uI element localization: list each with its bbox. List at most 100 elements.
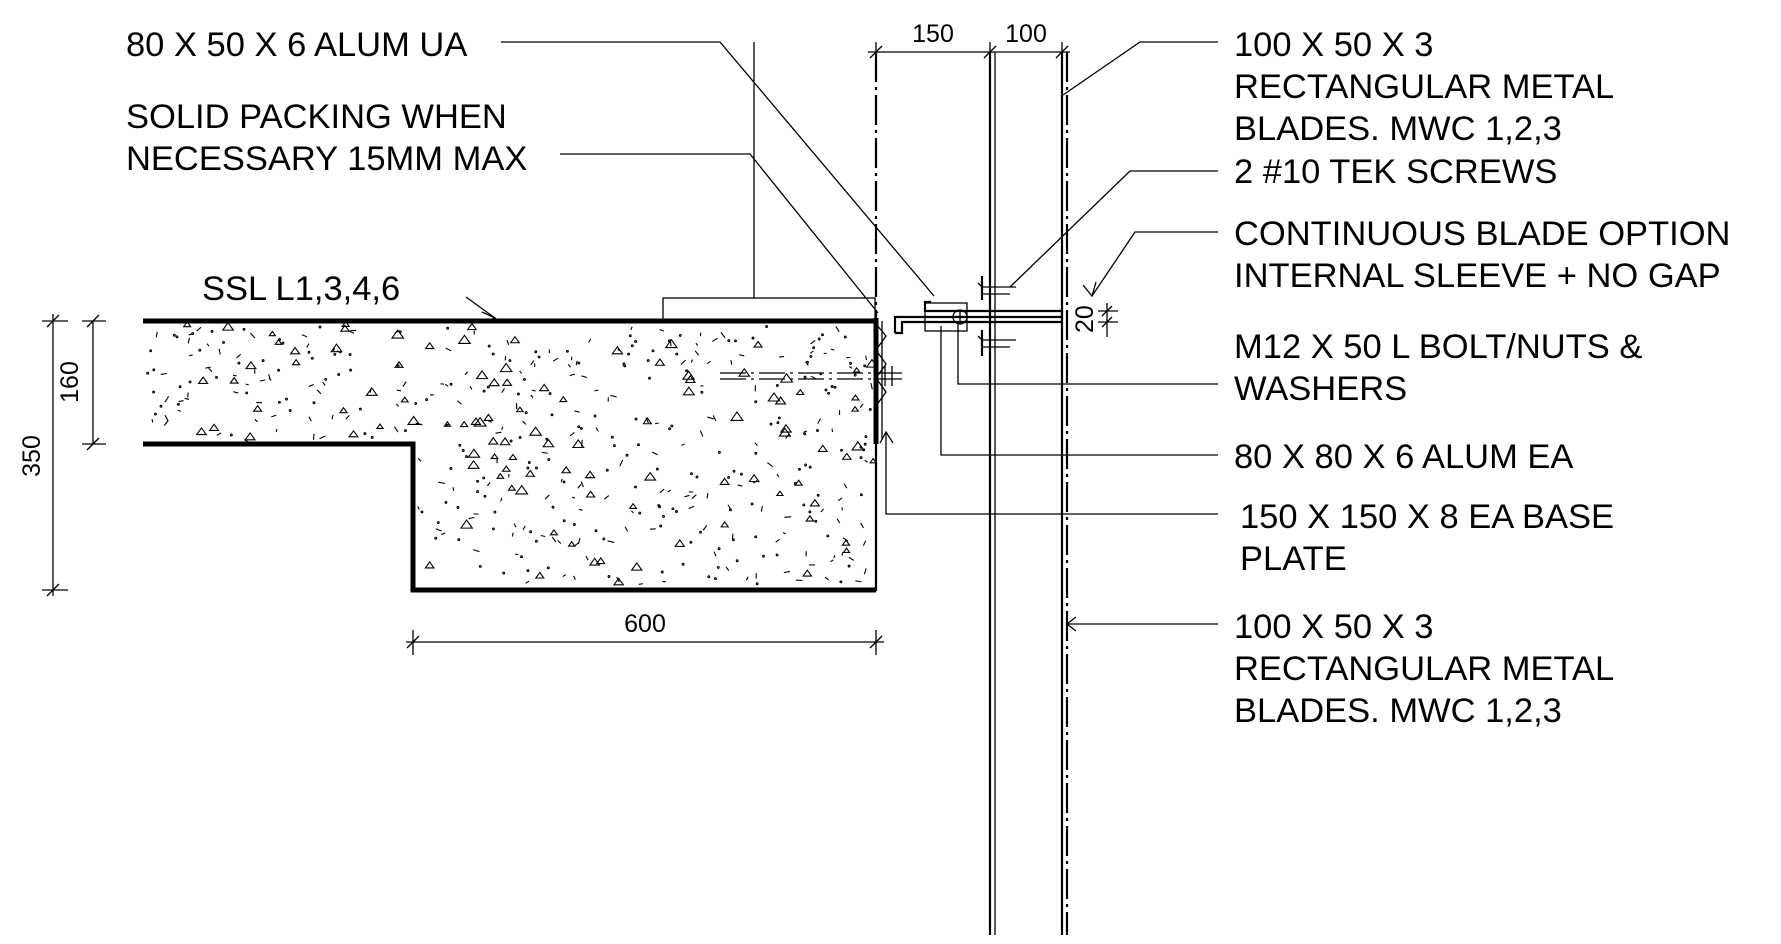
concrete-hatch-mark — [713, 551, 717, 557]
concrete-hatch-mark — [152, 390, 156, 394]
concrete-hatch-mark — [310, 356, 314, 360]
concrete-hatch-mark — [642, 417, 653, 425]
concrete-hatch-mark — [483, 413, 494, 421]
concrete-hatch-mark — [188, 354, 193, 357]
concrete-hatch-mark — [662, 514, 665, 518]
concrete-hatch-mark — [802, 503, 806, 507]
concrete-hatch-mark — [160, 372, 167, 375]
concrete-hatch-mark — [860, 522, 864, 529]
concrete-hatch-mark — [449, 382, 453, 386]
concrete-hatch-mark — [841, 552, 844, 556]
concrete-hatch-mark — [655, 422, 659, 425]
concrete-hatch-mark — [795, 388, 805, 396]
concrete-hatch-mark — [537, 355, 541, 359]
concrete-hatch-mark — [245, 391, 249, 395]
concrete-hatch-mark — [456, 506, 460, 509]
concrete-hatch-mark — [312, 433, 315, 440]
concrete-hatch-mark — [603, 495, 610, 500]
concrete-hatch-mark — [476, 479, 480, 483]
concrete-hatch-mark — [468, 516, 475, 520]
concrete-hatch-mark — [624, 526, 629, 532]
concrete-hatch-mark — [268, 374, 271, 381]
concrete-hatch-mark — [551, 536, 557, 543]
concrete-hatch-mark — [478, 564, 482, 568]
label-blades-bottom-1: 100 X 50 X 3 — [1234, 608, 1434, 646]
concrete-hatch-mark — [572, 496, 576, 499]
concrete-hatch-mark — [308, 416, 312, 422]
concrete-hatch-mark — [865, 355, 868, 361]
concrete-hatch-mark — [634, 485, 637, 489]
concrete-hatch-mark — [631, 510, 634, 514]
concrete-hatch-mark — [396, 403, 399, 407]
concrete-hatch-mark — [530, 394, 534, 399]
concrete-hatch-mark — [232, 374, 237, 377]
concrete-hatch-mark — [525, 469, 536, 477]
concrete-hatch-mark — [847, 564, 851, 568]
concrete-hatch-mark — [550, 413, 554, 417]
concrete-hatch-mark — [691, 494, 697, 500]
concrete-hatch-mark — [852, 366, 861, 373]
concrete-hatch-mark — [585, 555, 589, 561]
label-blades-top-3: BLADES. MWC 1,2,3 — [1234, 110, 1562, 148]
concrete-hatch-mark — [630, 562, 643, 571]
concrete-hatch-mark — [806, 360, 809, 364]
concrete-hatch-mark — [464, 371, 469, 376]
concrete-hatch-mark — [501, 426, 504, 430]
concrete-hatch-mark — [695, 475, 699, 479]
concrete-hatch-mark — [435, 528, 442, 532]
concrete-hatch-mark — [482, 389, 486, 393]
concrete-hatch-mark — [511, 532, 514, 537]
concrete-hatch-mark — [562, 574, 567, 577]
concrete-hatch-mark — [593, 414, 597, 418]
packing-zigzag — [875, 323, 887, 407]
concrete-hatch-mark — [836, 518, 841, 524]
concrete-hatch-mark — [482, 476, 486, 480]
concrete-hatch-mark — [544, 494, 550, 500]
concrete-hatch-mark — [671, 507, 675, 511]
concrete-hatch-mark — [155, 331, 158, 338]
label-alum-ea: 80 X 80 X 6 ALUM EA — [1234, 438, 1573, 476]
concrete-hatch-mark — [259, 379, 266, 382]
concrete-hatch-mark — [841, 452, 853, 460]
concrete-hatch-mark — [565, 349, 569, 353]
concrete-hatch-mark — [562, 519, 566, 523]
concrete-hatch-mark — [808, 465, 812, 469]
concrete-hatch-mark — [177, 409, 181, 412]
concrete-hatch-mark — [532, 389, 536, 392]
concrete-hatch-mark — [573, 542, 579, 548]
concrete-hatch-mark — [862, 540, 867, 546]
concrete-hatch-mark — [831, 428, 834, 433]
concrete-hatch-mark — [610, 435, 614, 439]
concrete-hatch-mark — [638, 583, 643, 585]
concrete-hatch-mark — [812, 346, 816, 350]
leader-packing — [560, 153, 879, 314]
concrete-hatch-mark — [400, 396, 410, 403]
concrete-hatch-mark — [727, 504, 732, 511]
concrete-hatch-mark — [594, 529, 598, 533]
concrete-hatch-mark — [820, 508, 825, 513]
concrete-hatch-mark — [798, 467, 801, 471]
concrete-hatch-mark — [579, 426, 583, 430]
concrete-hatch-mark — [466, 322, 478, 331]
concrete-hatch-mark — [712, 415, 717, 422]
concrete-hatch-mark — [500, 497, 503, 502]
concrete-hatch-mark — [522, 525, 526, 531]
concrete-hatch-mark — [846, 356, 851, 359]
concrete-hatch-mark — [602, 537, 606, 541]
concrete-hatch-mark — [688, 505, 695, 509]
concrete-hatch-mark — [750, 502, 754, 506]
concrete-hatch-mark — [794, 479, 804, 486]
concrete-hatch-mark — [833, 385, 837, 389]
concrete-hatch-mark — [842, 547, 851, 553]
concrete-hatch-mark — [699, 530, 702, 534]
concrete-hatch-mark — [803, 430, 808, 433]
concrete-hatch-mark — [587, 476, 592, 479]
concrete-hatch-mark — [318, 325, 322, 329]
concrete-hatch-mark — [577, 361, 581, 365]
dim-160: 160 — [56, 361, 84, 403]
concrete-hatch-mark — [424, 341, 435, 350]
concrete-hatch-mark — [720, 332, 726, 339]
concrete-hatch-mark — [675, 352, 679, 356]
concrete-hatch-mark — [414, 401, 418, 405]
